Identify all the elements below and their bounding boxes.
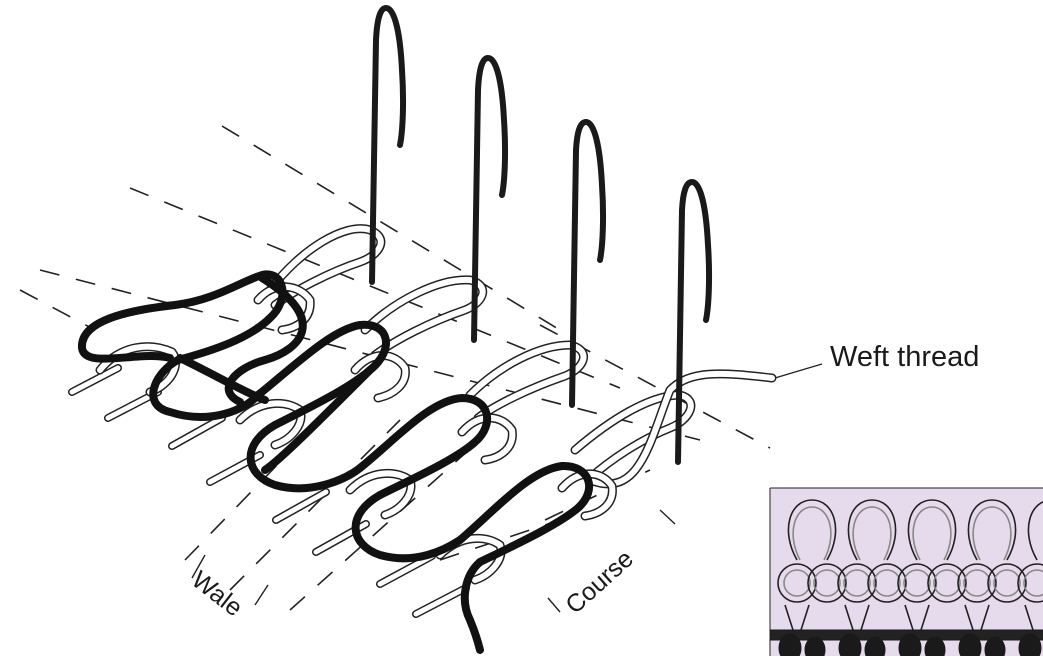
dashed-guide-lines (20, 126, 770, 610)
label-wale: Wale (186, 566, 247, 623)
plain-knit-fabric-swatch-icon (770, 488, 1043, 656)
label-weft-thread-group: Weft thread (775, 341, 979, 378)
label-course: Course (560, 545, 639, 620)
black-loops (82, 274, 589, 650)
label-course-group: Course (548, 510, 675, 619)
label-weft-thread: Weft thread (830, 341, 979, 373)
needle-3 (572, 122, 603, 405)
label-wale-group: Wale (186, 555, 268, 622)
weft-thread-leader (775, 364, 822, 378)
